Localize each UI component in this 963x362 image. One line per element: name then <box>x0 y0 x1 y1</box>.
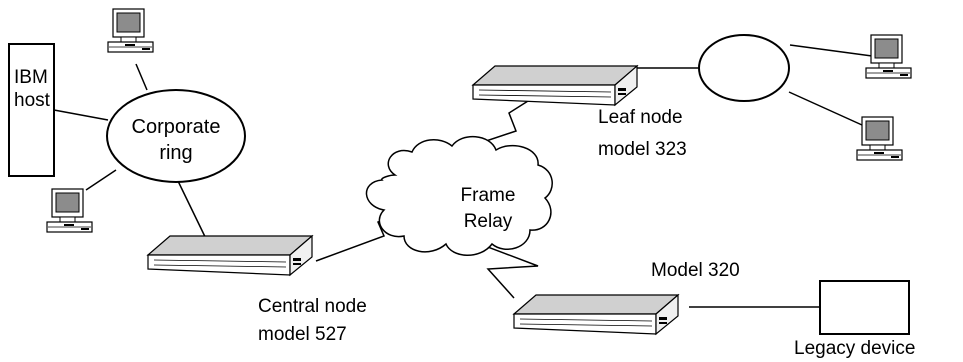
ibm-host-label: IBM host <box>14 66 50 112</box>
frame-relay-line2: Relay <box>463 211 513 232</box>
model-320-label: Model 320 <box>651 260 740 281</box>
router-icon <box>147 235 313 276</box>
router-icon <box>472 65 638 106</box>
legacy-device-label: Legacy device <box>794 338 916 359</box>
corporate-ring-line2: ring <box>159 142 193 164</box>
computer-icon <box>865 34 912 79</box>
corporate-ring-label: Corporate ring <box>116 114 236 166</box>
computer-icon <box>46 188 93 233</box>
computer-icon <box>107 8 154 53</box>
central-node-line1: Central node <box>258 296 367 317</box>
central-node-line2: model 527 <box>258 324 347 345</box>
host-box <box>8 43 55 177</box>
leaf-node-label: Leaf node model 323 <box>598 102 687 166</box>
corporate-ring-line1: Corporate <box>131 116 221 138</box>
ibm-host-line1: IBM <box>14 67 48 88</box>
ibm-host-line2: host <box>14 90 50 111</box>
leaf-node-line1: Leaf node <box>598 107 683 128</box>
router-icon <box>513 294 679 335</box>
cloud-icon <box>365 136 553 256</box>
frame-relay-line1: Frame <box>460 185 516 206</box>
legacy-device-box <box>819 280 910 335</box>
ring-icon <box>106 89 246 183</box>
central-node-label: Central node model 527 <box>258 293 367 349</box>
lan-ellipse-icon <box>698 34 790 102</box>
leaf-node-line2: model 323 <box>598 139 687 160</box>
frame-relay-label: Frame Relay <box>448 183 528 235</box>
computer-icon <box>856 116 903 161</box>
